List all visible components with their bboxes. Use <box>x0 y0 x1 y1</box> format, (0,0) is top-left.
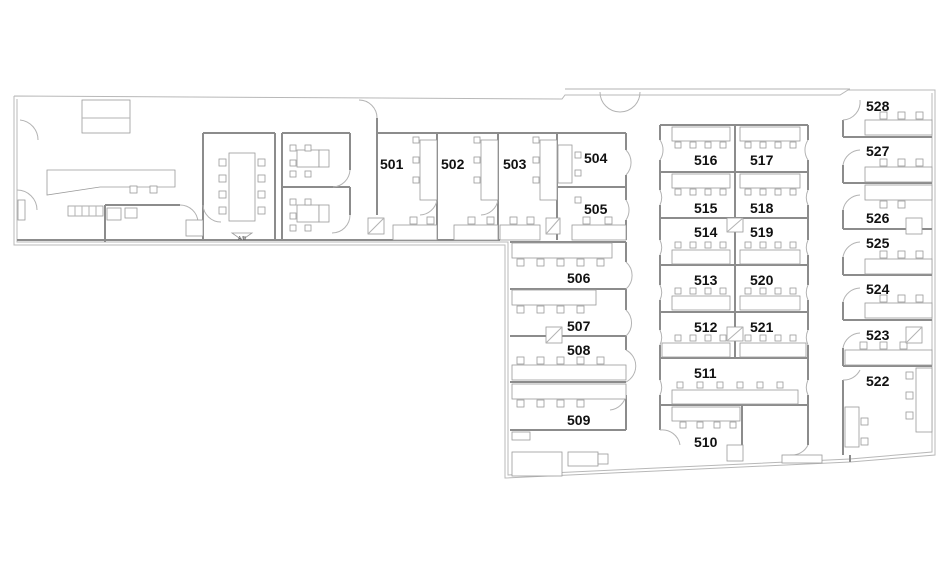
room-label-505[interactable]: 505 <box>584 201 608 217</box>
room-label-515[interactable]: 515 <box>694 200 718 216</box>
room-label-520[interactable]: 520 <box>750 272 774 288</box>
room-label-526[interactable]: 526 <box>866 210 890 226</box>
room-label-523[interactable]: 523 <box>866 327 890 343</box>
av-marker: A/B <box>238 236 247 242</box>
room-label-511[interactable]: 511 <box>694 365 717 381</box>
room-label-514[interactable]: 514 <box>694 224 718 240</box>
suites-501-503-furniture <box>367 136 561 241</box>
room-label-504[interactable]: 504 <box>584 150 608 166</box>
room-label-512[interactable]: 512 <box>694 319 718 335</box>
room-label-528[interactable]: 528 <box>866 98 890 114</box>
room-label-524[interactable]: 524 <box>866 281 890 297</box>
room-label-516[interactable]: 516 <box>694 152 718 168</box>
room-label-521[interactable]: 521 <box>750 319 774 335</box>
room-label-517[interactable]: 517 <box>750 152 774 168</box>
building-outline <box>13 88 936 479</box>
room-labels: 501 502 503 504 505 506 507 508 509 510 … <box>380 98 890 450</box>
room-label-518[interactable]: 518 <box>750 200 774 216</box>
room-label-506[interactable]: 506 <box>567 270 591 286</box>
room-label-527[interactable]: 527 <box>866 143 890 159</box>
west-wing-furniture: A/B <box>17 99 330 242</box>
room-label-522[interactable]: 522 <box>866 373 890 389</box>
room-label-508[interactable]: 508 <box>567 342 591 358</box>
room-label-509[interactable]: 509 <box>567 412 591 428</box>
room-label-501[interactable]: 501 <box>380 156 404 172</box>
room-label-507[interactable]: 507 <box>567 318 591 334</box>
suites-504-509-furniture <box>511 144 627 477</box>
room-label-503[interactable]: 503 <box>503 156 527 172</box>
room-label-502[interactable]: 502 <box>441 156 465 172</box>
room-label-519[interactable]: 519 <box>750 224 774 240</box>
central-block-furniture <box>661 126 823 464</box>
east-stack-furniture <box>844 111 933 448</box>
room-label-513[interactable]: 513 <box>694 272 718 288</box>
room-label-525[interactable]: 525 <box>866 235 890 251</box>
room-label-510[interactable]: 510 <box>694 434 718 450</box>
